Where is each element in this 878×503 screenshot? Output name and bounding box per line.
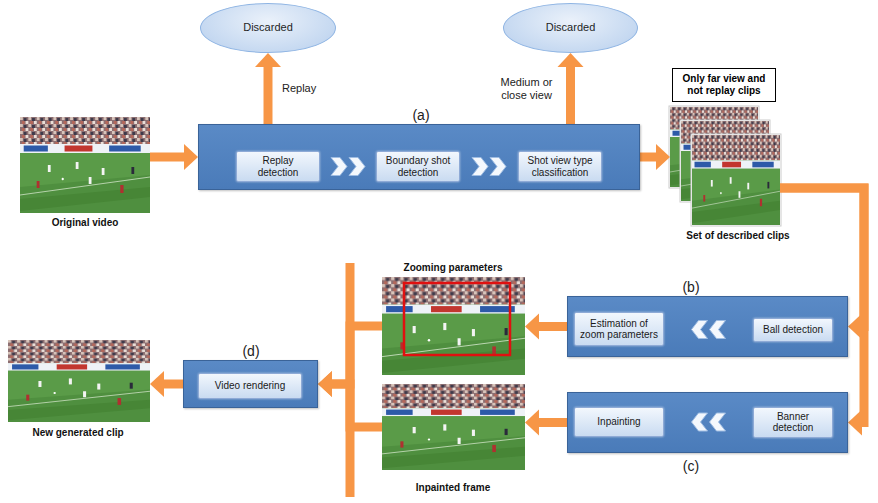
chevron-arrow [472, 158, 506, 176]
arrow-head [848, 410, 862, 436]
arrow-head [525, 314, 539, 340]
stage-band: (b)Estimation of zoom parametersBall det… [567, 296, 848, 357]
chevron-arrow [692, 321, 726, 339]
arrow-shaft [332, 326, 382, 384]
flow-arrow [150, 144, 198, 170]
image-caption: Inpainted frame [416, 482, 490, 493]
node-text: Discarded [243, 21, 293, 34]
chevron-shape [472, 158, 488, 176]
zoom-frame: Zooming parameters [382, 277, 525, 375]
node-text: Estimation of zoom parameters [579, 318, 659, 341]
chevron-shape [710, 321, 726, 339]
node-text: Banner detection [758, 411, 828, 434]
flow-arrow [525, 314, 567, 340]
arrow-shaft [164, 380, 183, 389]
arrow-shaft [539, 322, 567, 331]
arrow-head [150, 371, 164, 397]
arrow-shaft [539, 418, 567, 427]
arrow-head [184, 144, 198, 170]
process-box: Boundary shot detection [376, 151, 460, 182]
node-text: Only far view and not replay clips [677, 73, 771, 97]
process-box: Replay detection [236, 151, 320, 182]
chevron-arrow [331, 158, 365, 176]
edge-label: Medium or close view [495, 76, 559, 102]
note-box: Only far view and not replay clips [672, 68, 776, 102]
node-text: Ball detection [763, 324, 823, 336]
video-frame: New generated clip [8, 340, 150, 422]
chevron-shape [710, 413, 726, 431]
chevron-shape [692, 413, 708, 431]
chevron-shape [692, 321, 708, 339]
image-caption: Original video [52, 217, 119, 228]
flow-arrow [318, 371, 382, 427]
node-text: Replay detection [241, 155, 315, 178]
image-caption: Zooming parameters [404, 262, 503, 273]
stage-letter: (c) [683, 458, 699, 474]
process-box: Estimation of zoom parameters [574, 312, 664, 346]
arrow-head [318, 371, 332, 397]
stage-letter: (b) [682, 279, 699, 295]
discard-ellipse: Discarded [503, 3, 638, 53]
video-frame: Original video [20, 117, 150, 213]
process-box: Ball detection [753, 318, 833, 342]
edge-label: Replay [282, 82, 316, 95]
chevron-shape [490, 158, 506, 176]
stage-letter: (a) [412, 107, 429, 123]
process-box: Inpainting [574, 407, 664, 437]
arrow-head [656, 144, 670, 170]
arrow-head [255, 53, 281, 67]
node-text: Boundary shot detection [381, 155, 455, 178]
clip-stack: Set of described clips [670, 107, 780, 225]
node-text: Discarded [546, 21, 596, 34]
arrow-head [558, 53, 584, 67]
arrow-shaft [640, 153, 656, 162]
node-text: Shot view type classification [523, 155, 597, 178]
node-text: Inpainting [597, 416, 640, 428]
chevron-arrow [692, 413, 726, 431]
image-caption: New generated clip [32, 427, 123, 438]
image-caption: Set of described clips [686, 230, 789, 241]
stage-band: (c)InpaintingBanner detection [567, 392, 848, 453]
arrow-head [525, 410, 539, 436]
arrow-shaft [150, 153, 184, 162]
process-box: Video rendering [198, 373, 302, 399]
chevron-shape [349, 158, 365, 176]
arrow-head [318, 371, 332, 397]
chevron-shape [331, 158, 347, 176]
flow-arrow [525, 410, 567, 436]
inpainted-frame: Inpainted frame [382, 384, 525, 470]
process-box: Banner detection [753, 407, 833, 438]
stage-band: (d)Video rendering [183, 360, 318, 408]
stage-band: (a)Replay detectionBoundary shot detecti… [198, 124, 640, 190]
flow-arrow [640, 144, 670, 170]
discard-ellipse: Discarded [200, 3, 336, 53]
flow-arrow [150, 371, 183, 397]
stage-letter: (d) [242, 343, 259, 359]
process-box: Shot view type classification [518, 151, 602, 182]
arrow-shaft [332, 384, 382, 427]
node-text: Video rendering [215, 380, 285, 392]
